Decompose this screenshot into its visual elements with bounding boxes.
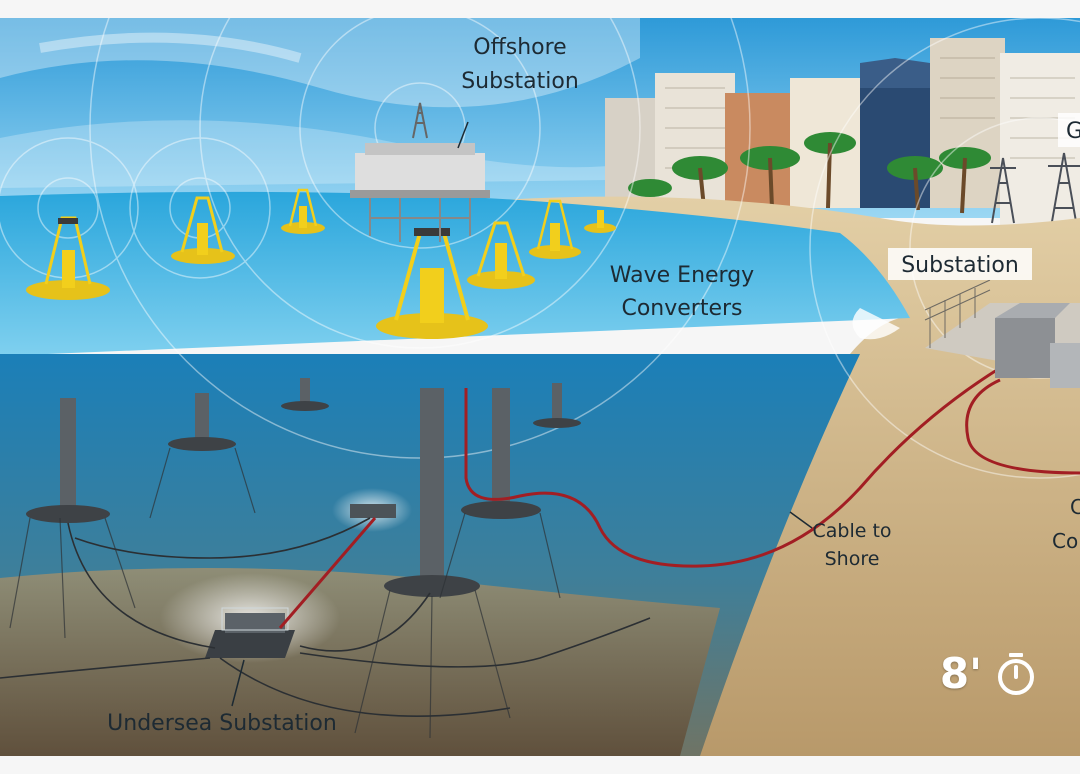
label-wave-energy-1: Wave Energy	[610, 263, 754, 288]
label-undersea-substation: Undersea Substation	[107, 711, 337, 736]
label-cable-2: Shore	[825, 548, 880, 570]
wave-energy-diagram: Offshore Substation Wave Energy Converte…	[0, 18, 1080, 756]
offshore-platform	[350, 102, 490, 242]
cable-leader-line	[789, 511, 813, 529]
seabed-cables	[0, 517, 651, 717]
label-edge-co: Co	[1052, 529, 1078, 553]
timer-value: 8'	[939, 649, 982, 698]
label-offshore-substation-2: Substation	[461, 69, 579, 94]
stopwatch-icon	[998, 652, 1034, 695]
label-cable-1: Cable to	[812, 520, 891, 542]
edge-label-bg	[1058, 113, 1080, 147]
label-edge-g: G	[1066, 119, 1080, 144]
video-timer: 8'	[940, 649, 1036, 698]
wave-energy-converters	[26, 188, 616, 339]
cloud	[0, 18, 640, 108]
underwater-platforms	[9, 378, 581, 739]
label-edge-c: C	[1070, 495, 1080, 519]
label-offshore-substation-1: Offshore	[473, 35, 566, 60]
label-wave-energy-2: Converters	[621, 296, 742, 321]
power-cable	[278, 366, 1080, 629]
onshore-substation	[924, 279, 1080, 388]
label-substation: Substation	[901, 253, 1019, 278]
diagram-canvas: Offshore Substation Wave Energy Converte…	[0, 18, 1080, 756]
substation-label-bg	[888, 248, 1032, 280]
undersea-leader-line	[231, 659, 245, 707]
surf-foam	[852, 308, 900, 340]
undersea-substation	[160, 488, 412, 663]
cloud	[39, 32, 302, 63]
